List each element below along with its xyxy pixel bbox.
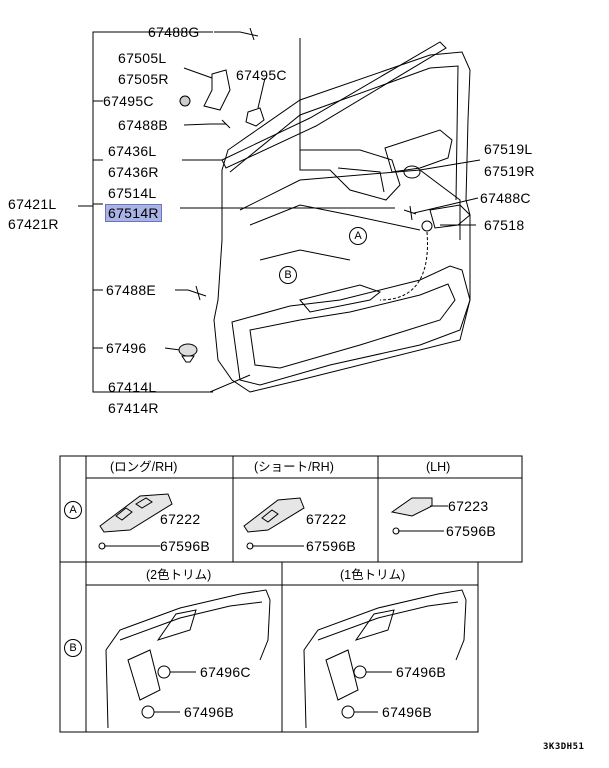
part-label-67495C-lower: 67495C (103, 93, 154, 109)
bracket-67505 (203, 69, 231, 111)
part-label-67519L: 67519L (484, 141, 533, 157)
table-b-two-color-part-67496B: 67496B (184, 704, 235, 720)
part-label-67505R: 67505R (118, 71, 169, 87)
part-label-67436L: 67436L (108, 143, 157, 159)
main-bracket-line (92, 31, 213, 393)
table-b-one-color-part-67496B-lower: 67496B (382, 704, 433, 720)
part-label-67505L: 67505L (118, 50, 167, 66)
callout-a: A (349, 227, 367, 245)
table-b-header-two-color-trim: (2色トリム) (146, 568, 212, 582)
parent-part-label-l: 67421L (8, 196, 57, 212)
table-a-header-lh: (LH) (426, 460, 451, 474)
table-b-header-one-color-trim: (1色トリム) (340, 568, 406, 582)
part-label-67495C-upper: 67495C (236, 67, 287, 83)
table-b-grid (59, 561, 479, 733)
table-a-lh-part-67596B: 67596B (446, 523, 497, 539)
callout-b: B (279, 266, 297, 284)
table-b-row-marker: B (64, 639, 82, 657)
table-b-two-color-part-67496C: 67496C (200, 664, 251, 680)
part-label-67496: 67496 (106, 340, 147, 356)
diagram-code: 3K3DH51 (543, 742, 585, 752)
part-label-67436R: 67436R (108, 164, 159, 180)
part-label-67514R-highlighted[interactable]: 67514R (105, 204, 162, 222)
part-label-67488C: 67488C (480, 190, 531, 206)
part-label-67514L: 67514L (108, 185, 157, 201)
part-label-67519R: 67519R (484, 163, 535, 179)
table-a-short-rh-part-67596B: 67596B (306, 538, 357, 554)
table-b-one-color-part-67496B-upper: 67496B (396, 664, 447, 680)
table-a-header-short-rh: (ショート/RH) (254, 460, 334, 474)
table-a-long-rh-part-67222: 67222 (160, 511, 201, 527)
part-label-67488B: 67488B (118, 117, 169, 133)
part-label-67518: 67518 (484, 217, 525, 233)
table-a-lh-part-67223: 67223 (448, 498, 489, 514)
table-a-header-long-rh: (ロング/RH) (110, 460, 178, 474)
lower-trim-67414 (231, 265, 471, 386)
table-a-long-rh-part-67596B: 67596B (160, 538, 211, 554)
part-label-67414L: 67414L (108, 379, 157, 395)
part-label-67488G: 67488G (148, 24, 200, 40)
part-label-67414R: 67414R (108, 400, 159, 416)
part-label-67488E: 67488E (106, 282, 157, 298)
parent-part-label-r: 67421R (8, 216, 59, 232)
table-a-short-rh-part-67222: 67222 (306, 511, 347, 527)
table-a-row-marker: A (64, 501, 82, 519)
